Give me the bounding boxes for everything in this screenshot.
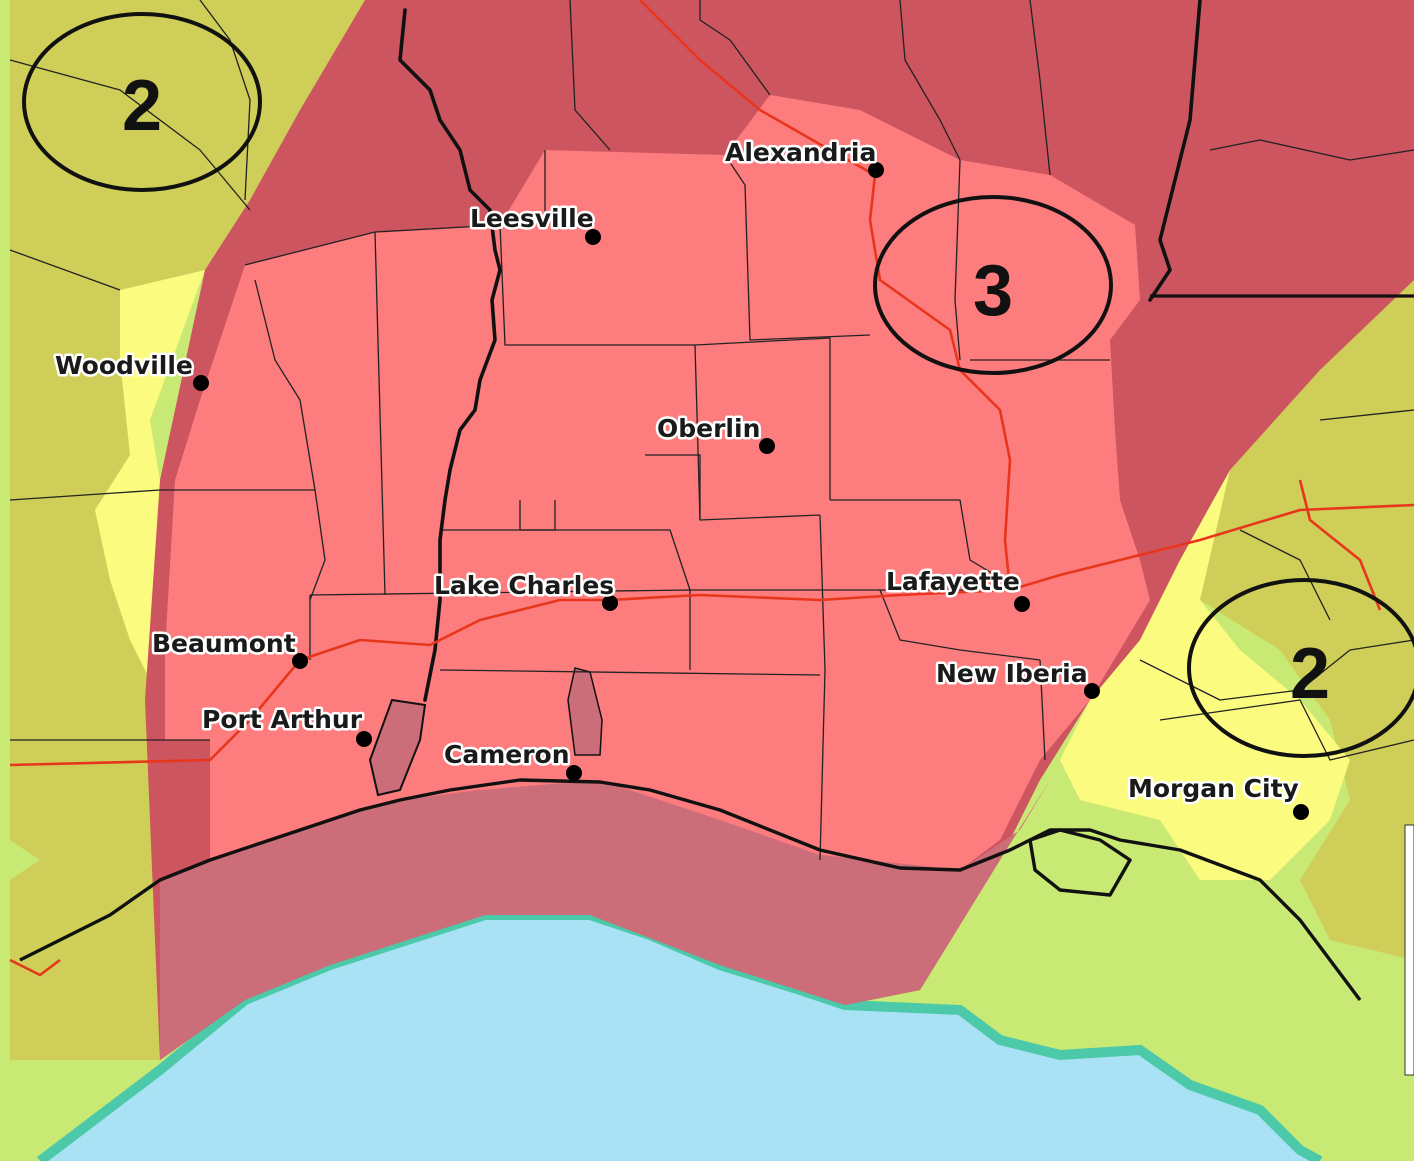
city-dot-beaumont [292, 653, 308, 669]
city-label-lake-charles: Lake Charles [434, 571, 614, 600]
city-dot-alexandria [868, 162, 884, 178]
marginal-area-nw [10, 0, 365, 1060]
city-dot-lafayette [1014, 596, 1030, 612]
risk-number-nw: 2 [122, 66, 162, 146]
city-label-leesville: Leesville [470, 204, 594, 233]
city-dot-new-iberia [1084, 683, 1100, 699]
city-label-beaumont: Beaumont [152, 629, 296, 658]
sabine-lake [368, 698, 427, 797]
city-dot-lake-charles [602, 595, 618, 611]
slight-area-west [95, 270, 205, 700]
mississippi-river [1148, 0, 1202, 302]
city-dot-cameron [566, 765, 582, 781]
city-labels: Alexandria Leesville Woodville Oberlin L… [53, 136, 1302, 806]
city-dot-oberlin [759, 438, 775, 454]
city-dot-port-arthur [356, 731, 372, 747]
marsh-island [1028, 828, 1132, 897]
risk-number-se: 2 [1290, 634, 1330, 714]
city-label-lafayette: Lafayette [886, 567, 1020, 596]
sabine-river [398, 8, 502, 702]
risk-number-center: 3 [973, 251, 1013, 331]
offshore-enhanced-area [160, 780, 1050, 1060]
city-label-alexandria: Alexandria [725, 138, 876, 167]
city-label-woodville: Woodville [55, 351, 193, 380]
city-label-morgan-city: Morgan City [1128, 774, 1299, 803]
legend-edge [1404, 824, 1414, 1076]
marginal-area-se [1180, 280, 1414, 960]
city-label-port-arthur: Port Arthur [202, 705, 363, 734]
city-markers [193, 162, 1309, 820]
city-dot-morgan-city [1293, 804, 1309, 820]
risk-circle-se [1187, 578, 1414, 758]
gulf-water [40, 915, 1320, 1161]
city-label-oberlin: Oberlin [657, 414, 760, 443]
enhanced-area-inner [165, 95, 1150, 870]
city-label-new-iberia: New Iberia [936, 659, 1088, 688]
calcasieu-lake [567, 667, 603, 756]
county-lines [9, 0, 1414, 861]
city-label-cameron: Cameron [444, 740, 570, 769]
risk-circle-nw [22, 12, 262, 192]
city-dot-leesville [585, 229, 601, 245]
coastline [19, 778, 1362, 1002]
risk-circle-center [873, 195, 1113, 375]
slight-area-east [1060, 470, 1350, 880]
city-dot-woodville [193, 375, 209, 391]
